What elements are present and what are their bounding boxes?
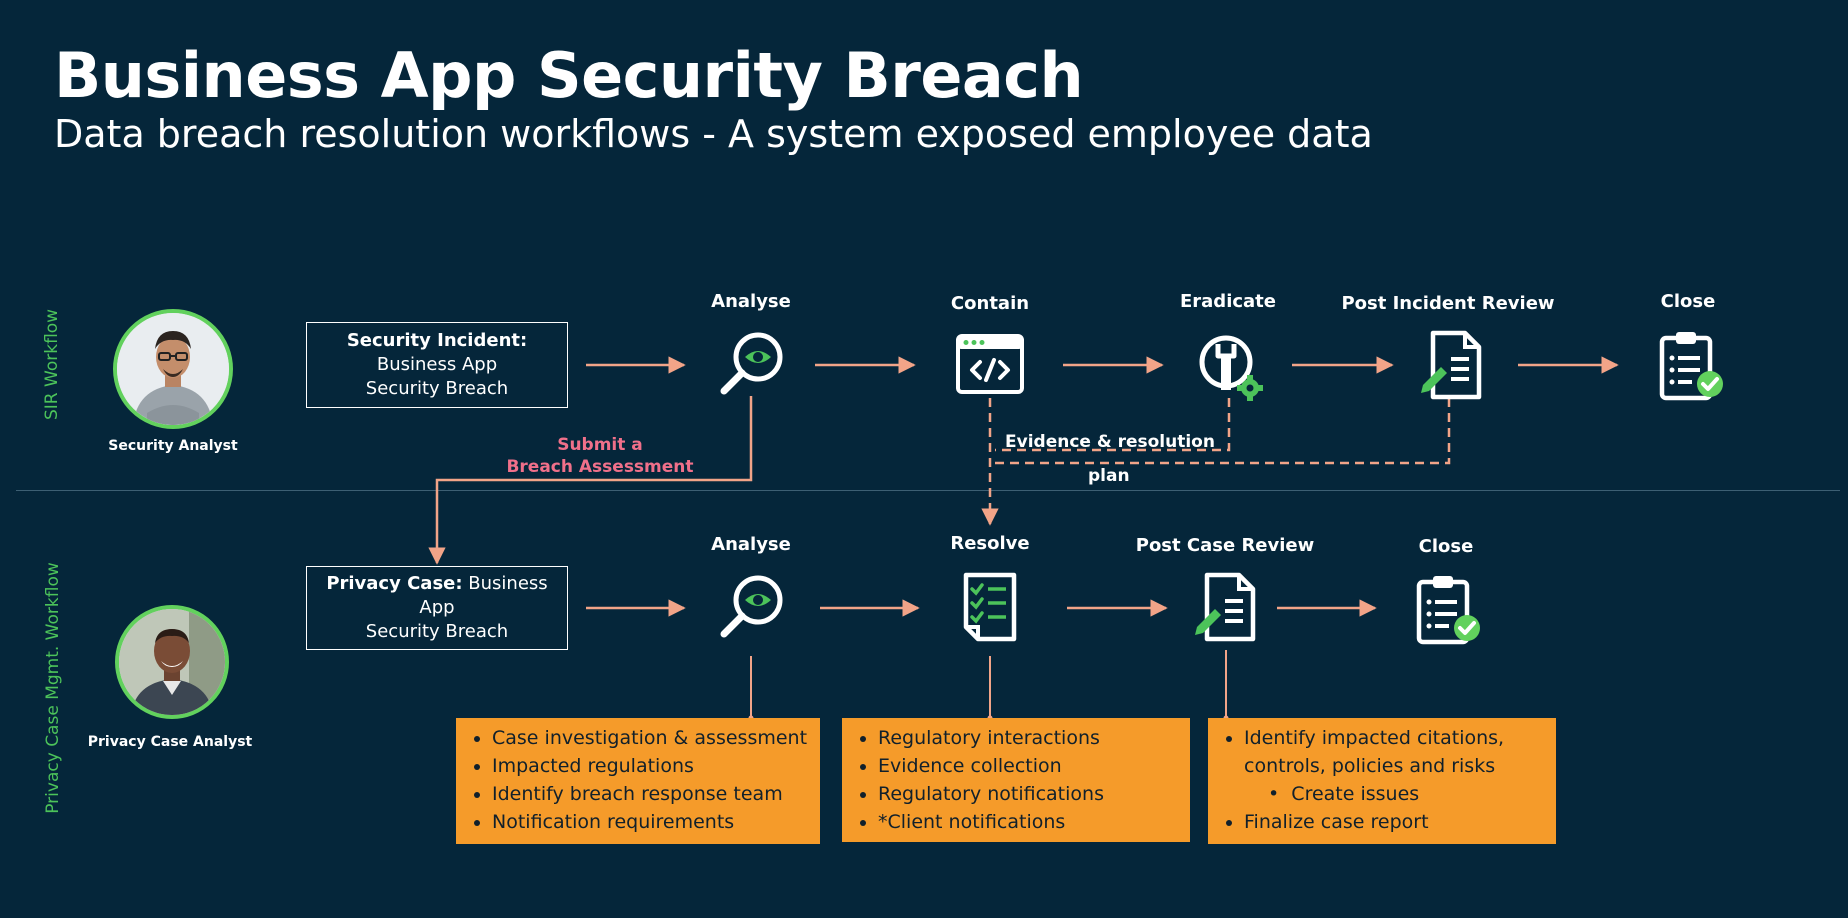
submit-assessment-connector	[428, 396, 753, 565]
submit-assessment-label-line1: Submit a	[557, 435, 643, 455]
privacy-analyst-avatar	[115, 605, 229, 719]
evidence-connector-eradicate	[995, 398, 1231, 452]
magnifier-eye-icon[interactable]	[712, 323, 792, 403]
note-review: Identify impacted citations, controls, po…	[1208, 718, 1556, 844]
privacy-case-box[interactable]: Privacy Case: Business App Security Brea…	[306, 566, 568, 650]
submit-assessment-label: Submit a Breach Assessment	[500, 434, 700, 478]
document-pen-icon[interactable]	[1185, 567, 1265, 647]
privacy-analyst-role: Privacy Case Analyst	[87, 734, 253, 750]
note-review-subitem-text: Create issues	[1291, 783, 1420, 805]
note-analyse-item: Impacted regulations	[492, 752, 808, 780]
sir-step-analyse-label: Analyse	[711, 291, 791, 312]
clipboard-check-icon[interactable]	[1407, 570, 1487, 650]
sir-step-eradicate-label: Eradicate	[1179, 291, 1276, 312]
privacy-step-resolve-label: Resolve	[950, 533, 1030, 554]
evidence-label-line2: plan	[1088, 466, 1130, 486]
note-analyse: Case investigation & assessment Impacted…	[456, 718, 820, 844]
note-review-subitem: • Create issues	[1268, 783, 1420, 805]
clipboard-check-icon[interactable]	[1650, 326, 1730, 406]
evidence-label-line1: Evidence & resolution	[1005, 432, 1215, 452]
checklist-icon[interactable]	[950, 567, 1030, 647]
security-analyst-role: Security Analyst	[108, 438, 238, 454]
privacy-step-close-label: Close	[1418, 536, 1474, 557]
sir-step-close-label: Close	[1660, 291, 1716, 312]
magnifier-eye-icon[interactable]	[712, 566, 792, 646]
privacy-case-box-line1: Business	[462, 573, 548, 594]
note-review-item: Finalize case report	[1244, 808, 1544, 836]
note-review-item-line1: Identify impacted citations,	[1244, 727, 1505, 749]
page-title: Business App Security Breach	[54, 39, 1084, 112]
privacy-case-box-line2: App	[419, 597, 455, 618]
note-resolve-item: Evidence collection	[878, 752, 1178, 780]
sir-step-post-incident-review-label: Post Incident Review	[1341, 293, 1555, 314]
note-resolve: Regulatory interactions Evidence collect…	[842, 718, 1190, 842]
note-resolve-item: *Client notifications	[878, 808, 1178, 836]
note-review-item: Identify impacted citations, controls, po…	[1244, 724, 1544, 780]
privacy-step-post-case-review-label: Post Case Review	[1135, 535, 1315, 556]
note-analyse-item: Case investigation & assessment	[492, 724, 808, 752]
privacy-step-analyse-label: Analyse	[711, 534, 791, 555]
lane-divider	[16, 490, 1840, 491]
security-analyst-avatar	[113, 309, 233, 429]
sir-step-contain-label: Contain	[950, 293, 1030, 314]
note-resolve-item: Regulatory notifications	[878, 780, 1178, 808]
note-resolve-item: Regulatory interactions	[878, 724, 1178, 752]
security-incident-box-heading: Security Incident:	[346, 330, 528, 351]
security-incident-box-line1: Business App	[376, 354, 498, 375]
submit-assessment-label-line2: Breach Assessment	[506, 457, 694, 477]
privacy-case-box-line3: Security Breach	[365, 621, 509, 642]
wrench-gear-icon[interactable]	[1188, 326, 1268, 406]
security-incident-box-line2: Security Breach	[365, 378, 509, 399]
note-review-item-line2: controls, policies and risks	[1244, 755, 1496, 777]
code-window-icon[interactable]	[950, 324, 1030, 404]
security-incident-box[interactable]: Security Incident: Business App Security…	[306, 322, 568, 408]
note-analyse-item: Notification requirements	[492, 808, 808, 836]
evidence-connector-review	[990, 398, 1451, 465]
page-subtitle: Data breach resolution workflows - A sys…	[54, 112, 1373, 156]
note-analyse-item: Identify breach response team	[492, 780, 808, 808]
privacy-case-box-heading: Privacy Case:	[326, 573, 463, 594]
document-pen-icon[interactable]	[1411, 325, 1491, 405]
